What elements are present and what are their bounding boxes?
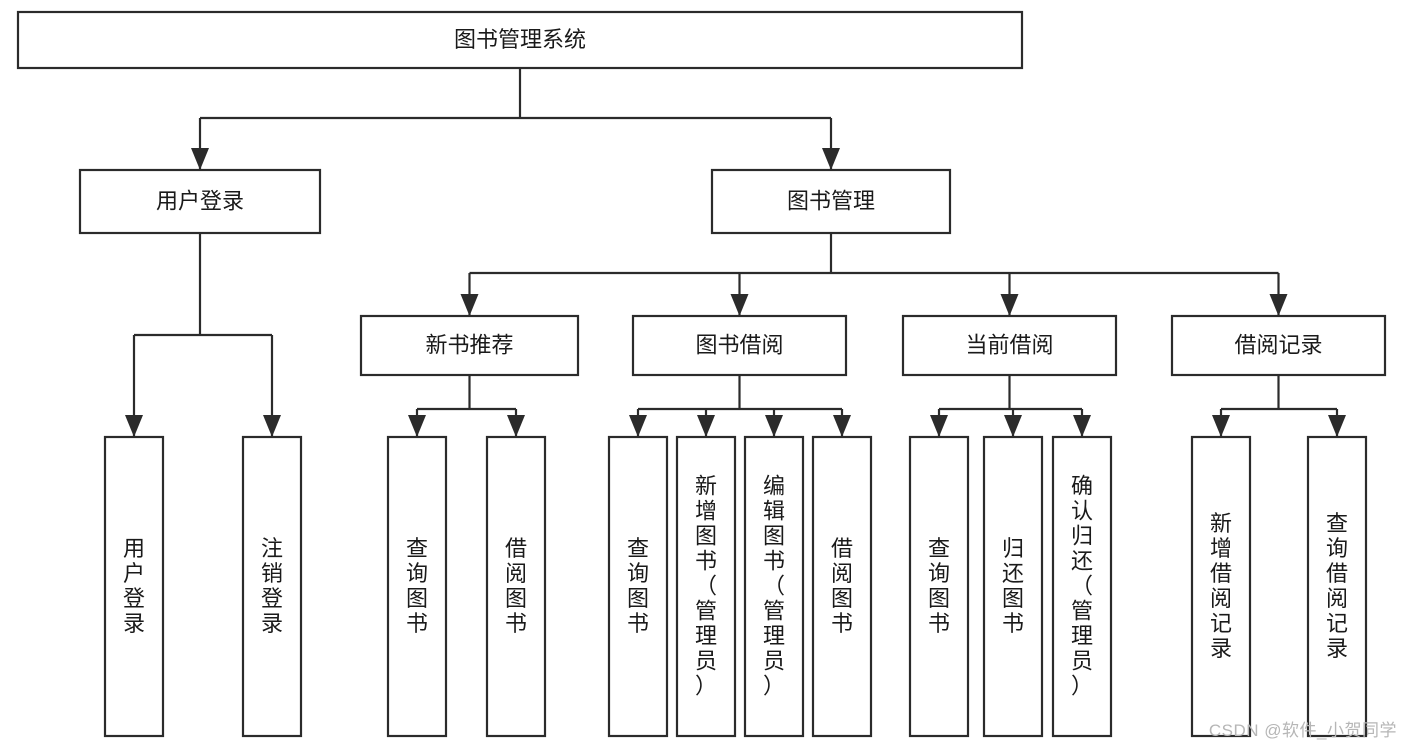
arrow-head	[1212, 415, 1230, 437]
node-label: 借阅图书	[831, 536, 853, 636]
arrow-head	[697, 415, 715, 437]
node-leaf-confirm-return[interactable]: 确认归还（管理员）	[1051, 435, 1113, 738]
node-book-manage[interactable]: 图书管理	[710, 168, 952, 235]
node-leaf-query-record[interactable]: 查询借阅记录	[1306, 435, 1368, 738]
node-root-root[interactable]: 图书管理系统	[16, 10, 1024, 70]
node-label: 确认归还（管理员）	[1071, 474, 1093, 699]
node-leaf-add-record[interactable]: 新增借阅记录	[1190, 435, 1252, 738]
node-label: 查询图书	[406, 536, 428, 636]
node-user-login[interactable]: 用户登录	[78, 168, 322, 235]
arrow-head	[460, 294, 479, 316]
arrow-head	[822, 148, 840, 170]
node-label: 新增图书（管理员）	[695, 474, 717, 699]
node-leaf-user-login[interactable]: 用户登录	[103, 435, 165, 738]
arrow-head	[1073, 415, 1091, 437]
node-leaf-query-book-cur[interactable]: 查询图书	[908, 435, 970, 738]
node-label: 用户登录	[156, 188, 244, 213]
arrow-head	[930, 415, 948, 437]
node-leaf-return-book[interactable]: 归还图书	[982, 435, 1044, 738]
node-label: 查询借阅记录	[1326, 511, 1348, 661]
node-label: 借阅图书	[505, 536, 527, 636]
node-label: 图书管理	[787, 188, 875, 213]
node-leaf-user-logout[interactable]: 注销登录	[241, 435, 303, 738]
node-label: 新书推荐	[425, 332, 513, 357]
node-current-borrow[interactable]: 当前借阅	[901, 314, 1118, 377]
arrow-head	[629, 415, 647, 437]
node-label: 注销登录	[261, 536, 283, 636]
node-label: 用户登录	[123, 536, 145, 636]
node-new-book-recommend[interactable]: 新书推荐	[359, 314, 580, 377]
arrow-head	[191, 148, 209, 170]
arrow-head	[1000, 294, 1019, 316]
watermark-text: CSDN @软件_小贺同学	[1208, 721, 1397, 740]
arrow-head	[1004, 415, 1022, 437]
node-leaf-query-book-borrow[interactable]: 查询图书	[607, 435, 669, 738]
node-leaf-query-book-rec[interactable]: 查询图书	[386, 435, 448, 738]
arrow-head	[765, 415, 783, 437]
node-label: 借阅记录	[1234, 332, 1322, 357]
node-label: 编辑图书（管理员）	[763, 474, 785, 699]
node-borrow-record[interactable]: 借阅记录	[1170, 314, 1387, 377]
arrow-head	[833, 415, 851, 437]
node-book-borrow[interactable]: 图书借阅	[631, 314, 848, 377]
arrow-head	[408, 415, 426, 437]
node-leaf-borrow-book[interactable]: 借阅图书	[811, 435, 873, 738]
arrow-head	[263, 415, 281, 437]
arrow-head	[730, 294, 749, 316]
node-label: 查询图书	[928, 536, 950, 636]
arrow-head	[125, 415, 143, 437]
node-label: 当前借阅	[965, 332, 1053, 357]
node-leaf-edit-book[interactable]: 编辑图书（管理员）	[743, 435, 805, 738]
node-leaf-add-book[interactable]: 新增图书（管理员）	[675, 435, 737, 738]
arrow-head	[507, 415, 525, 437]
connector-layer	[125, 68, 1346, 437]
node-leaf-borrow-book-rec[interactable]: 借阅图书	[485, 435, 547, 738]
arrow-head	[1328, 415, 1346, 437]
node-label: 图书管理系统	[454, 27, 586, 52]
node-label: 归还图书	[1002, 536, 1024, 636]
arrow-head	[1269, 294, 1288, 316]
node-label: 新增借阅记录	[1210, 511, 1232, 661]
node-label: 查询图书	[627, 536, 649, 636]
node-label: 图书借阅	[695, 332, 783, 357]
node-layer: 图书管理系统用户登录图书管理新书推荐图书借阅当前借阅借阅记录用户登录注销登录查询…	[16, 10, 1387, 738]
